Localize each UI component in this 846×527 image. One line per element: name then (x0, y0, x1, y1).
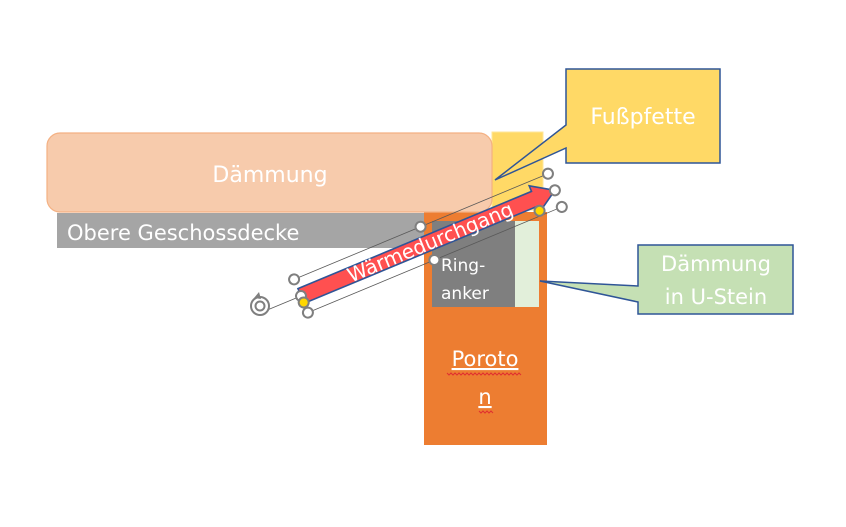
wall-label-line1: Poroto (452, 347, 519, 371)
spellcheck-underline-2 (478, 410, 494, 414)
adjust-handle-left[interactable] (297, 296, 310, 309)
callout-fusspfette[interactable] (494, 68, 721, 181)
callout-u-stein[interactable] (539, 244, 794, 315)
ring-anchor-label-line1: Ring- (441, 256, 485, 276)
u-stone-insulation[interactable] (515, 221, 539, 307)
arrow-shape[interactable] (296, 177, 561, 309)
ceiling-slab-label: Obere Geschossdecke (67, 221, 299, 245)
resize-handle-top-right[interactable] (541, 167, 554, 180)
resize-handle-bottom-middle[interactable] (428, 253, 441, 266)
ring-anchor-label-line2: anker (441, 284, 489, 304)
resize-handle-bottom-right[interactable] (555, 200, 568, 213)
callout-fusspfette-label: Fußpfette (590, 105, 695, 130)
ceiling-slab[interactable] (57, 213, 424, 248)
callout-u-stein-label-line2: in U-Stein (665, 285, 767, 309)
callout-u-stein-label-line1: Dämmung (661, 252, 771, 276)
resize-handle-top-left[interactable] (288, 273, 301, 286)
insulation-top[interactable] (46, 132, 493, 213)
wall-label-line2: n (478, 385, 491, 409)
insulation-top-label: Dämmung (212, 163, 327, 188)
resize-handle-right[interactable] (548, 184, 561, 197)
spellcheck-underline-1 (446, 372, 522, 376)
adjust-handle-right[interactable] (533, 204, 546, 217)
rotate-icon[interactable] (250, 292, 270, 316)
resize-handle-bottom-left[interactable] (301, 306, 314, 319)
resize-handle-top-middle[interactable] (414, 220, 427, 233)
